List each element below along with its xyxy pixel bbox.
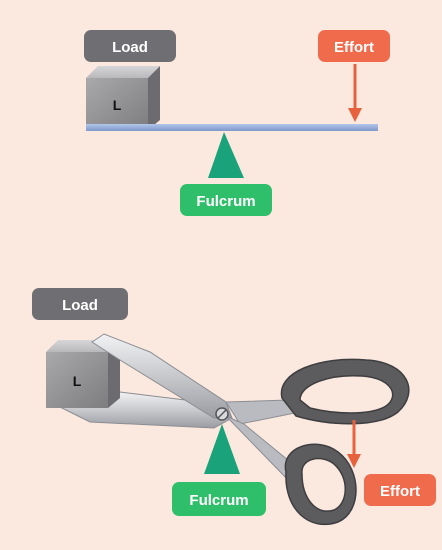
scissors-load-label-bg <box>32 288 128 320</box>
scissors-fulcrum-label-bg <box>172 482 266 516</box>
scissors-pivot-screw <box>215 407 229 421</box>
scissors-load-label-text: Load <box>62 297 98 314</box>
lever-fulcrum-label: Fulcrum <box>180 184 272 216</box>
lever-load-box: L <box>86 66 160 130</box>
lever-load-box-side <box>148 66 160 130</box>
scissors-lower-handle <box>284 443 357 526</box>
scissors-load-box-letter: L <box>73 373 82 389</box>
lever-beam <box>86 124 378 131</box>
scissors-effort-arrow <box>347 420 361 468</box>
scissors-fulcrum <box>204 424 240 474</box>
lever-effort-arrow-head <box>348 108 362 122</box>
scissors-upper-blade <box>91 333 233 419</box>
scissors-load-label: Load <box>32 288 128 320</box>
lever-effort-label-text: Effort <box>334 39 374 56</box>
scissors-effort-label-text: Effort <box>380 483 420 500</box>
lever-load-label-bg <box>84 30 176 62</box>
lever-load-label: Load <box>84 30 176 62</box>
scissors-effort-arrow-head <box>347 454 361 468</box>
lever-fulcrum <box>208 132 244 178</box>
lever-effort-label: Effort <box>318 30 390 62</box>
lever-fulcrum-label-text: Fulcrum <box>196 193 255 210</box>
scissors-load-box-front <box>46 352 108 408</box>
lever-effort-arrow <box>348 64 362 122</box>
lever-section: Load L Fulcrum Effort <box>84 30 390 216</box>
lever-load-box-front <box>86 78 148 130</box>
lever-load-box-top <box>86 66 160 78</box>
lever-load-label-text: Load <box>112 39 148 56</box>
scissors-upper-handle <box>280 358 410 425</box>
lever-load-box-letter: L <box>113 97 122 113</box>
scissors-fulcrum-label: Fulcrum <box>172 482 266 516</box>
scissors-section: Load L Fulcrum <box>32 288 436 526</box>
scissors-effort-label-bg <box>364 474 436 506</box>
scissors-pivot-slot <box>217 409 227 419</box>
lever-fulcrum-label-bg <box>180 184 272 216</box>
scissors-fulcrum-label-text: Fulcrum <box>189 492 248 509</box>
scissors-effort-label: Effort <box>364 474 436 506</box>
lever-effort-label-bg <box>318 30 390 62</box>
